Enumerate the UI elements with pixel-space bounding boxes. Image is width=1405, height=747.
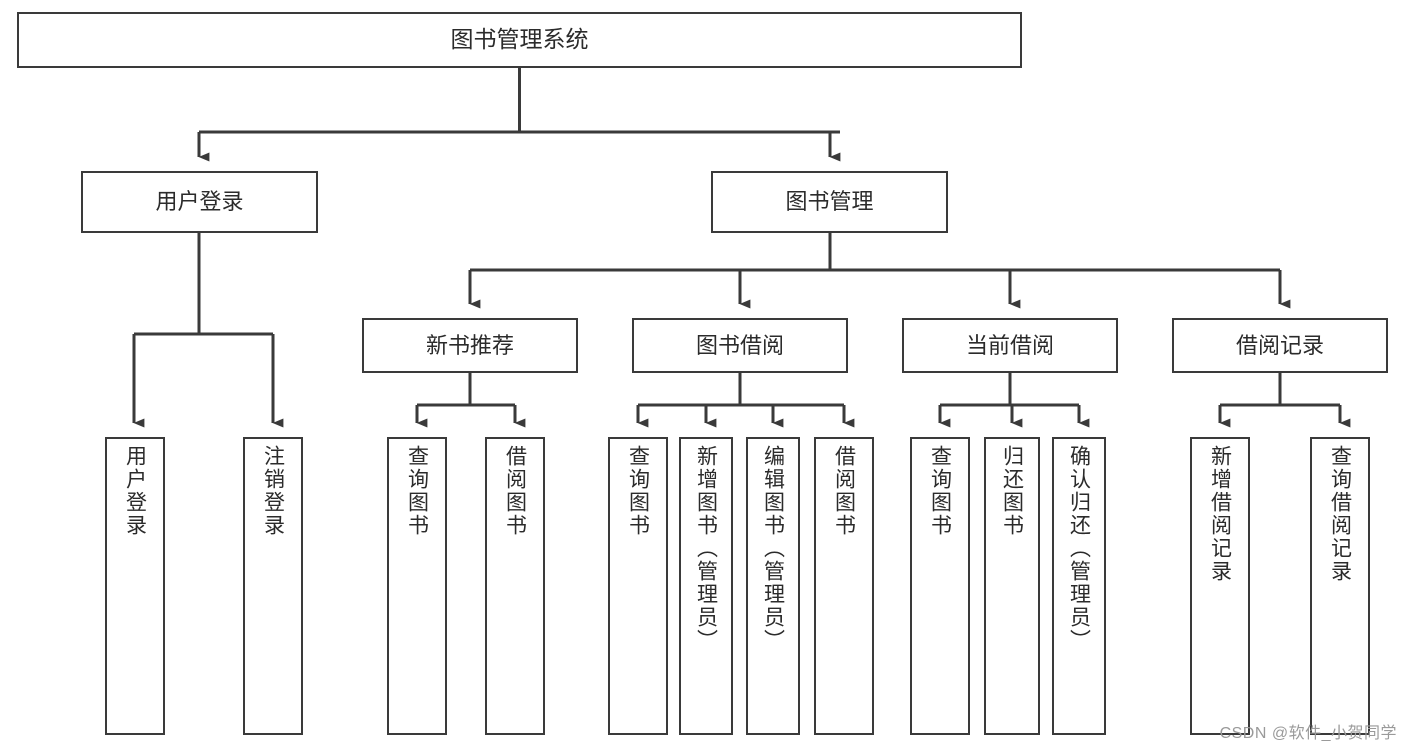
node-leaf-confirm-return[interactable]: 确认归还（管理员） bbox=[1052, 437, 1106, 735]
node-leaf-logout-label: 注销登录 bbox=[261, 445, 285, 537]
node-leaf-borrow-book-label: 借阅图书 bbox=[832, 445, 856, 537]
node-leaf-query-book-current[interactable]: 查询图书 bbox=[910, 437, 970, 735]
node-leaf-query-book-current-label: 查询图书 bbox=[928, 445, 952, 537]
node-leaf-return-book[interactable]: 归还图书 bbox=[984, 437, 1040, 735]
node-leaf-borrow-book[interactable]: 借阅图书 bbox=[814, 437, 874, 735]
node-leaf-add-book-label: 新增图书（管理员） bbox=[694, 445, 718, 652]
node-leaf-borrow-book-recommend[interactable]: 借阅图书 bbox=[485, 437, 545, 735]
node-leaf-add-borrow-record-label: 新增借阅记录 bbox=[1208, 445, 1232, 583]
node-borrow-record[interactable]: 借阅记录 bbox=[1172, 318, 1388, 373]
node-leaf-borrow-book-recommend-label: 借阅图书 bbox=[503, 445, 527, 537]
node-new-book-recommend-label: 新书推荐 bbox=[425, 332, 514, 358]
node-leaf-return-book-label: 归还图书 bbox=[1000, 445, 1024, 537]
node-book-borrow-label: 图书借阅 bbox=[695, 332, 784, 358]
node-leaf-query-book-recommend[interactable]: 查询图书 bbox=[387, 437, 447, 735]
node-leaf-logout[interactable]: 注销登录 bbox=[243, 437, 303, 735]
node-leaf-add-borrow-record[interactable]: 新增借阅记录 bbox=[1190, 437, 1250, 735]
node-leaf-query-book-borrow-label: 查询图书 bbox=[626, 445, 650, 537]
node-book-management-label: 图书管理 bbox=[785, 189, 874, 215]
node-leaf-query-book-borrow[interactable]: 查询图书 bbox=[608, 437, 668, 735]
node-user-login[interactable]: 用户登录 bbox=[81, 171, 318, 233]
watermark-text: CSDN @软件_小贺同学 bbox=[1219, 725, 1397, 742]
node-leaf-confirm-return-label: 确认归还（管理员） bbox=[1067, 445, 1091, 652]
node-leaf-edit-book[interactable]: 编辑图书（管理员） bbox=[746, 437, 800, 735]
node-leaf-add-book[interactable]: 新增图书（管理员） bbox=[679, 437, 733, 735]
node-user-login-label: 用户登录 bbox=[155, 189, 244, 215]
node-leaf-query-borrow-record[interactable]: 查询借阅记录 bbox=[1310, 437, 1370, 735]
node-book-management[interactable]: 图书管理 bbox=[711, 171, 948, 233]
node-borrow-record-label: 借阅记录 bbox=[1235, 332, 1324, 358]
node-book-borrow[interactable]: 图书借阅 bbox=[632, 318, 848, 373]
node-current-borrow[interactable]: 当前借阅 bbox=[902, 318, 1118, 373]
node-leaf-user-login[interactable]: 用户登录 bbox=[105, 437, 165, 735]
node-leaf-query-borrow-record-label: 查询借阅记录 bbox=[1328, 445, 1352, 583]
node-root-label: 图书管理系统 bbox=[450, 26, 589, 53]
node-leaf-user-login-label: 用户登录 bbox=[123, 445, 147, 537]
node-leaf-query-book-recommend-label: 查询图书 bbox=[405, 445, 429, 537]
node-new-book-recommend[interactable]: 新书推荐 bbox=[362, 318, 578, 373]
node-current-borrow-label: 当前借阅 bbox=[965, 332, 1054, 358]
node-root[interactable]: 图书管理系统 bbox=[17, 12, 1022, 68]
node-leaf-edit-book-label: 编辑图书（管理员） bbox=[761, 445, 785, 652]
